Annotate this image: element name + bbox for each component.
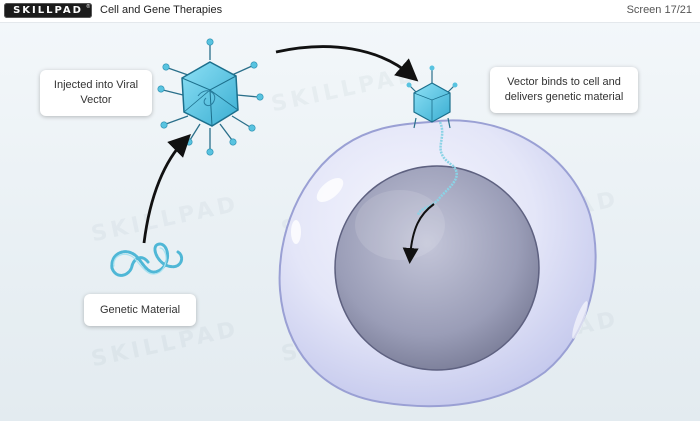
cell-scene-illustration <box>110 38 597 408</box>
dna-strand-icon <box>110 242 184 277</box>
vector-to-cell-arrow <box>275 45 419 82</box>
genetic-material-label: Genetic Material <box>84 294 196 326</box>
viral-vector-icon <box>157 38 264 156</box>
nucleus <box>334 165 540 371</box>
viral-vector-icon-bound <box>406 65 458 129</box>
injected-label: Injected into Viral Vector <box>40 70 152 116</box>
slide-stage: SKILLPAD SKILLPAD SKILLPAD SKILLPAD SKIL… <box>0 22 700 421</box>
cell-icon <box>278 119 597 408</box>
entry-arrow <box>402 203 435 264</box>
skillpad-logo: SKILLPAD ® <box>4 3 92 18</box>
logo-text: SKILLPAD <box>13 5 83 16</box>
course-title: Cell and Gene Therapies <box>100 4 223 16</box>
injected-dna-strand <box>416 121 458 216</box>
vector-binds-label: Vector binds to cell and delivers geneti… <box>490 67 638 113</box>
logo-mark: ® <box>86 4 90 10</box>
top-bar: SKILLPAD ® Cell and Gene Therapies Scree… <box>0 0 700 23</box>
screen-counter: Screen 17/21 <box>626 4 692 16</box>
dna-to-vector-arrow <box>142 134 191 244</box>
